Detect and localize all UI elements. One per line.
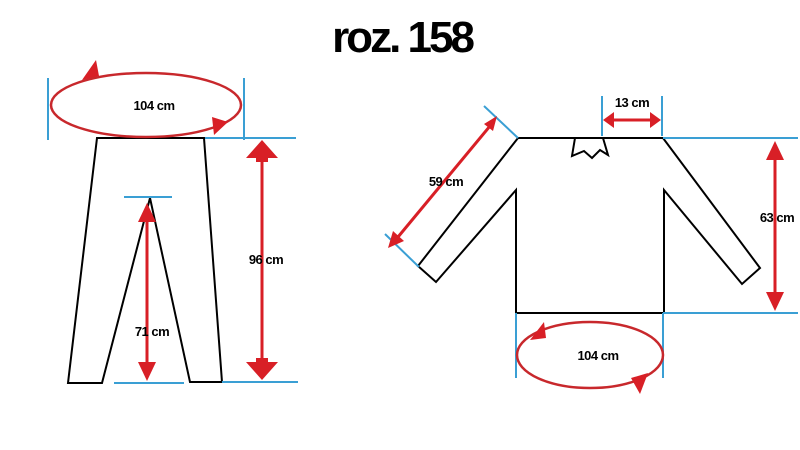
pants-waist-label: 104 cm xyxy=(133,98,174,113)
page-title: roz. 158 xyxy=(332,13,474,62)
sweater-hem-arrow-head-left xyxy=(530,322,546,340)
sweater-length-arrow-top xyxy=(766,141,784,160)
sweater-length-measure: 63 cm xyxy=(663,137,798,314)
sweater-hem-ellipse xyxy=(515,320,665,390)
sweater-hem-measure: 104 cm xyxy=(515,313,665,394)
sweater-diagram: 13 cm 59 cm 63 cm 104 cm xyxy=(384,95,798,394)
sweater-sleeve-line xyxy=(396,125,492,238)
pants-inseam-label: 71 cm xyxy=(135,324,169,339)
sweater-hem-label: 104 cm xyxy=(577,348,618,363)
sweater-collar xyxy=(570,137,610,160)
sweater-sleeve-arrow-top xyxy=(484,116,497,131)
sweater-neck-measure: 13 cm xyxy=(601,95,663,136)
sweater-neck-label: 13 cm xyxy=(615,95,649,110)
pants-inseam-arrow-bottom xyxy=(138,362,156,381)
pants-waist-arrow-head-left xyxy=(82,60,99,80)
sweater-sleeve-measure: 59 cm xyxy=(384,105,519,268)
sweater-sleeve-arrow-bottom xyxy=(388,231,404,248)
pants-waist-measure: 104 cm xyxy=(49,60,243,139)
sweater-length-label: 63 cm xyxy=(760,210,794,225)
pants-outline xyxy=(66,137,224,384)
sweater-outline xyxy=(416,137,762,314)
pants-waist-ellipse xyxy=(49,71,243,139)
sweater-sleeve-label: 59 cm xyxy=(429,174,463,189)
sweater-length-arrow-bottom xyxy=(766,292,784,311)
sweater-neck-arrow-left xyxy=(603,112,614,128)
sweater-sleeve-guide-top xyxy=(483,105,519,139)
pants-waist-arrow-head-right xyxy=(212,117,228,135)
pants-length-arrow-top xyxy=(246,140,278,162)
pants-diagram: 104 cm 96 cm 71 cm xyxy=(47,60,298,384)
sweater-sleeve-guide-bottom xyxy=(384,233,420,268)
sweater-hem-arrow-head-right xyxy=(631,373,648,394)
pants-length-measure: 96 cm xyxy=(246,140,284,380)
sweater-neck-arrow-right xyxy=(650,112,661,128)
pants-length-arrow-bottom xyxy=(246,358,278,380)
pants-length-label: 96 cm xyxy=(249,252,283,267)
pants-inseam-arrow-top xyxy=(138,203,156,222)
pants-inseam-measure: 71 cm xyxy=(135,203,170,381)
